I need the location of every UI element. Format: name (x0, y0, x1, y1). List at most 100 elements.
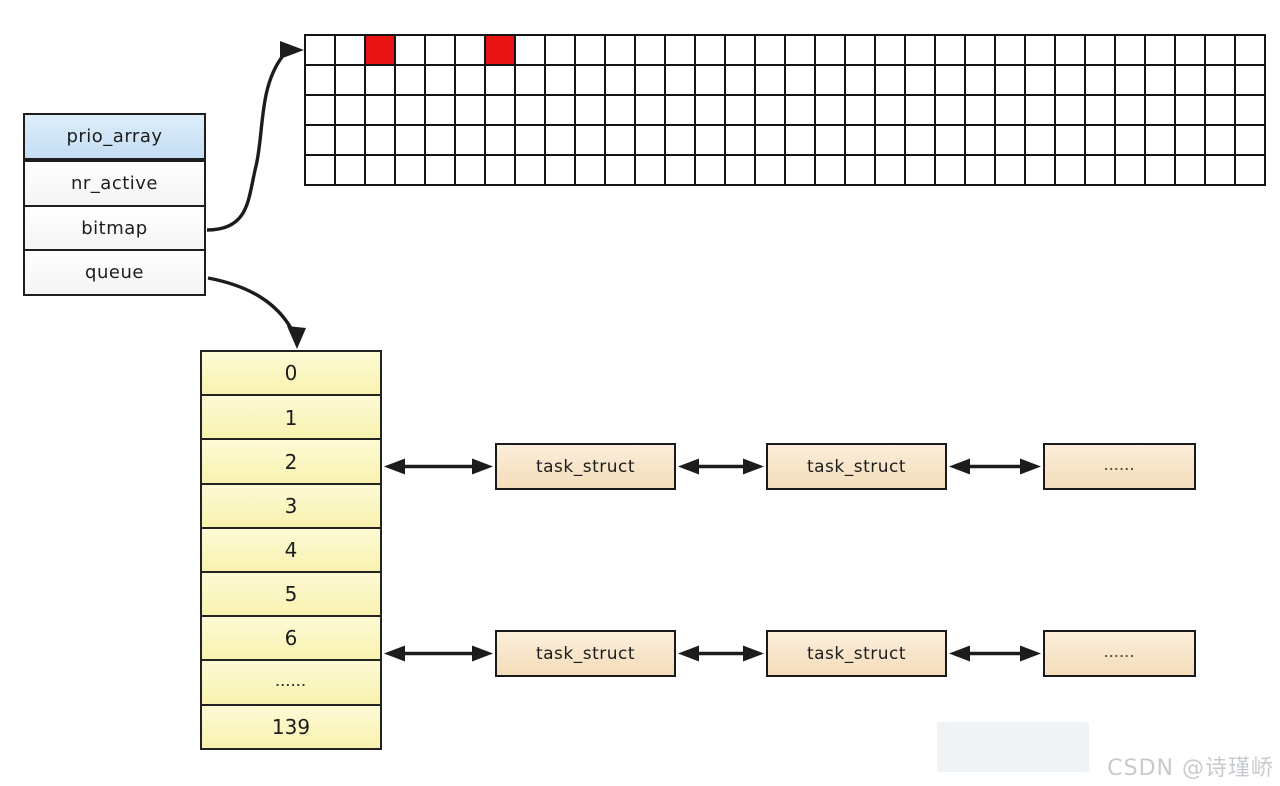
watermark-text: CSDN @诗瑾峤 (1107, 756, 1274, 781)
bitmap-cell (335, 35, 365, 65)
bitmap-cell (1025, 155, 1055, 185)
bitmap-cell (515, 95, 545, 125)
queue-pointer-arrow (207, 276, 306, 349)
bitmap-cell (605, 95, 635, 125)
struct-title-prio-array: prio_array (23, 113, 206, 160)
bitmap-cell (545, 35, 575, 65)
double-arrow (678, 458, 764, 475)
bitmap-cell (995, 65, 1025, 95)
queue-slot-1: 1 (200, 394, 382, 441)
queue-slot-139: 139 (200, 703, 382, 751)
bitmap-cell (1175, 35, 1205, 65)
bitmap-cell (545, 95, 575, 125)
bitmap-grid (304, 34, 1266, 186)
bitmap-cell (605, 155, 635, 185)
bitmap-cell (935, 65, 965, 95)
bitmap-cell (905, 65, 935, 95)
bitmap-cell (875, 125, 905, 155)
bitmap-cell (1055, 155, 1085, 185)
bitmap-cell (395, 125, 425, 155)
bitmap-pointer-arrow (206, 41, 304, 232)
bitmap-cell (425, 125, 455, 155)
bitmap-cell (755, 155, 785, 185)
bitmap-cell (995, 95, 1025, 125)
bitmap-cell (785, 95, 815, 125)
bitmap-cell (605, 65, 635, 95)
bitmap-cell (395, 155, 425, 185)
bitmap-cell (425, 65, 455, 95)
bitmap-cell (395, 95, 425, 125)
bitmap-cell (725, 95, 755, 125)
bitmap-cell (935, 155, 965, 185)
bitmap-cell (1025, 35, 1055, 65)
bitmap-cell (935, 35, 965, 65)
bitmap-cell (1235, 65, 1265, 95)
bitmap-cell (635, 125, 665, 155)
bitmap-cell (1205, 125, 1235, 155)
bitmap-cell (1055, 35, 1085, 65)
bitmap-cell (455, 155, 485, 185)
bitmap-cell (905, 35, 935, 65)
bitmap-cell (695, 65, 725, 95)
bitmap-cell (485, 125, 515, 155)
bitmap-cell (845, 155, 875, 185)
bitmap-cell (1205, 35, 1235, 65)
bitmap-cell (815, 155, 845, 185)
bitmap-cell (1115, 65, 1145, 95)
bitmap-cell (725, 65, 755, 95)
double-arrow (384, 645, 493, 662)
bitmap-cell (875, 155, 905, 185)
bitmap-cell (1175, 95, 1205, 125)
bitmap-cell (425, 35, 455, 65)
queue-slot-4: 4 (200, 526, 382, 574)
bitmap-cell (485, 95, 515, 125)
bitmap-cell (575, 155, 605, 185)
queue-slot-6: 6 (200, 615, 382, 662)
bitmap-cell (545, 65, 575, 95)
bitmap-cell (815, 95, 845, 125)
bitmap-cell (995, 155, 1025, 185)
bitmap-cell (935, 125, 965, 155)
bitmap-cell (575, 125, 605, 155)
bitmap-cell (695, 95, 725, 125)
bitmap-cell (605, 35, 635, 65)
double-arrow (384, 458, 493, 475)
bitmap-cell (1235, 155, 1265, 185)
bitmap-cell (575, 95, 605, 125)
bitmap-cell (1205, 95, 1235, 125)
bitmap-cell (755, 125, 785, 155)
bitmap-cell (1055, 65, 1085, 95)
struct-field-queue: queue (23, 249, 206, 296)
bitmap-cell (335, 125, 365, 155)
task-struct-node: task_struct (495, 630, 676, 677)
bitmap-cell (575, 35, 605, 65)
bitmap-cell (1085, 155, 1115, 185)
bitmap-cell (695, 155, 725, 185)
bitmap-cell (785, 155, 815, 185)
bitmap-cell (515, 35, 545, 65)
bitmap-cell (665, 125, 695, 155)
bitmap-cell (875, 35, 905, 65)
bitmap-cell (665, 35, 695, 65)
bitmap-cell (845, 125, 875, 155)
bitmap-cell (1115, 155, 1145, 185)
bitmap-cell (1145, 155, 1175, 185)
bitmap-cell (1145, 125, 1175, 155)
bitmap-cell (1025, 95, 1055, 125)
watermark-panel (937, 722, 1089, 772)
queue-slot-ellipsis: ...... (200, 659, 382, 706)
bitmap-cell (335, 95, 365, 125)
bitmap-cell (575, 65, 605, 95)
bitmap-cell (695, 125, 725, 155)
bitmap-cell (365, 155, 395, 185)
bitmap-cell (755, 65, 785, 95)
bitmap-cell (1025, 125, 1055, 155)
bitmap-cell (965, 95, 995, 125)
bitmap-cell (545, 155, 575, 185)
bitmap-cell (545, 125, 575, 155)
bitmap-cell (1085, 95, 1115, 125)
bitmap-cell (365, 65, 395, 95)
bitmap-cell (845, 65, 875, 95)
bitmap-cell (665, 95, 695, 125)
